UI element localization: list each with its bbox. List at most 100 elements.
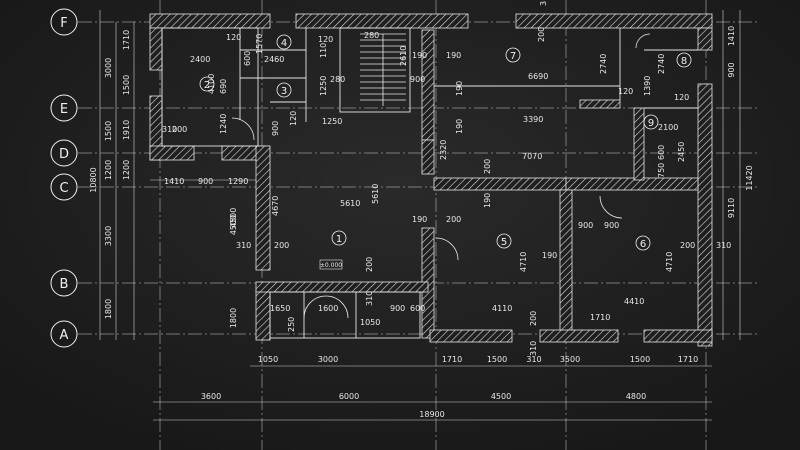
interior-dim: 2450 (677, 142, 686, 162)
interior-dim: 900 (198, 177, 213, 186)
interior-dim: 3390 (523, 115, 543, 124)
room-numbers: 1 2 3 4 5 6 7 8 9 (204, 38, 687, 250)
left-dim-4: 1200 (104, 160, 113, 180)
interior-dim: 190 (542, 251, 557, 260)
interior-dim: 1600 (318, 304, 338, 313)
interior-dim: 120 (289, 111, 298, 126)
left-dim-10: 4500 (229, 215, 238, 235)
interior-dim: 4100 (207, 74, 216, 94)
interior-dim: 1710 (590, 313, 610, 322)
interior-dim: 3100 (539, 0, 548, 6)
interior-dim: 120 (618, 87, 633, 96)
room-number-9: 9 (648, 118, 654, 129)
interior-dim: 200 (483, 159, 492, 174)
opening-dim-4: 1500 (487, 355, 507, 364)
interior-dim: 1240 (219, 114, 228, 134)
bay-dim-4: 4800 (626, 392, 646, 401)
interior-dim: 5610 (340, 199, 360, 208)
interior-dim: 200 (365, 257, 374, 272)
interior-dim: 2100 (658, 123, 678, 132)
room-number-6: 6 (640, 239, 646, 250)
interior-dim: 2740 (599, 54, 608, 74)
right-dimensions: 1410 900 11420 9110 (727, 26, 754, 218)
level-tag-text: ±0.000 (320, 262, 342, 269)
opening-dim-7: 1500 (630, 355, 650, 364)
right-dim-3: 11420 (745, 165, 754, 190)
interior-dim: 280 (330, 75, 345, 84)
row-axis-labels: F E D C B A (50, 8, 78, 348)
left-dim-6: 1800 (104, 299, 113, 319)
interior-dim: 900 (271, 121, 280, 136)
interior-dim: 190 (412, 51, 427, 60)
axis-label-a: A (60, 328, 69, 343)
interior-dim: 1390 (643, 76, 652, 96)
axis-label-f: F (60, 16, 67, 31)
bay-dim-3: 4500 (491, 392, 511, 401)
interior-dim: 280 (364, 31, 379, 40)
opening-dim-2: 3000 (318, 355, 338, 364)
room-number-5: 5 (501, 237, 507, 248)
interior-dim: 4110 (492, 304, 512, 313)
room-number-3: 3 (281, 86, 287, 97)
axis-label-e: E (60, 102, 68, 117)
axis-bubble-d: D (50, 139, 78, 167)
interior-dim: 600 (243, 51, 252, 66)
left-dim-9: 1200 (122, 160, 131, 180)
interior-dim: 200 (529, 311, 538, 326)
interior-dim: 2610 (399, 46, 408, 66)
left-dim-8: 1500 (122, 75, 131, 95)
interior-dim: 900 (604, 221, 619, 230)
interior-dimensions: 120 120 280 2400 2460 190 190 6690 200 2… (162, 0, 731, 356)
interior-dim: 190 (412, 215, 427, 224)
left-dimensions: 3000 1500 1910 1200 3300 1800 1710 1500 … (89, 30, 238, 328)
room-number-1: 1 (336, 234, 342, 245)
level-tag: ±0.000 (319, 259, 343, 270)
interior-dim: 600 (410, 304, 425, 313)
interior-dim: 2400 (190, 55, 210, 64)
interior-dim: 7070 (522, 152, 542, 161)
room-number-7: 7 (510, 51, 516, 62)
interior-dim: 4410 (624, 297, 644, 306)
interior-dim: 1290 (228, 177, 248, 186)
interior-dim: 750 (657, 163, 666, 178)
interior-dim: 200 (172, 125, 187, 134)
room-labels (199, 34, 692, 251)
interior-dim: 600 (657, 145, 666, 160)
interior-dim: 690 (219, 79, 228, 94)
interior-dim: 120 (226, 33, 241, 42)
room-number-4: 4 (281, 38, 287, 49)
left-dim-3: 1910 (122, 120, 131, 140)
interior-dim: 900 (390, 304, 405, 313)
interior-dim: 310 (529, 341, 538, 356)
interior-dim: 310 (716, 241, 731, 250)
interior-dim: 1050 (360, 318, 380, 327)
interior-dim: 900 (578, 221, 593, 230)
interior-dim: 900 (410, 75, 425, 84)
interior-dim: 200 (680, 241, 695, 250)
interior-dim: 1650 (270, 304, 290, 313)
interior-dim: 6690 (528, 72, 548, 81)
staircase (360, 33, 406, 106)
opening-dim-6: 3500 (560, 355, 580, 364)
room-number-2: 2 (204, 80, 210, 91)
bottom-dimensions: 3600 6000 4500 4800 18900 1050 3000 1710… (201, 355, 698, 419)
interior-dim: 250 (287, 317, 296, 332)
interior-dim: 1570 (255, 34, 264, 54)
bay-dim-2: 6000 (339, 392, 359, 401)
interior-dim: 190 (455, 81, 464, 96)
right-dim-4: 9110 (727, 198, 736, 218)
interior-dim: 190 (446, 51, 461, 60)
axis-label-d: D (59, 147, 69, 162)
right-dim-2: 900 (727, 62, 736, 77)
room-number-8: 8 (681, 56, 687, 67)
interior-dim: 2320 (439, 140, 448, 160)
interior-dim: 5610 (371, 184, 380, 204)
interior-dim: 4500 (229, 208, 238, 228)
left-dim-11: 1800 (229, 308, 238, 328)
interior-dim: 2740 (657, 54, 666, 74)
interior-dim: 120 (674, 93, 689, 102)
axis-bubble-c: C (50, 173, 78, 201)
interior-dim: 200 (274, 241, 289, 250)
